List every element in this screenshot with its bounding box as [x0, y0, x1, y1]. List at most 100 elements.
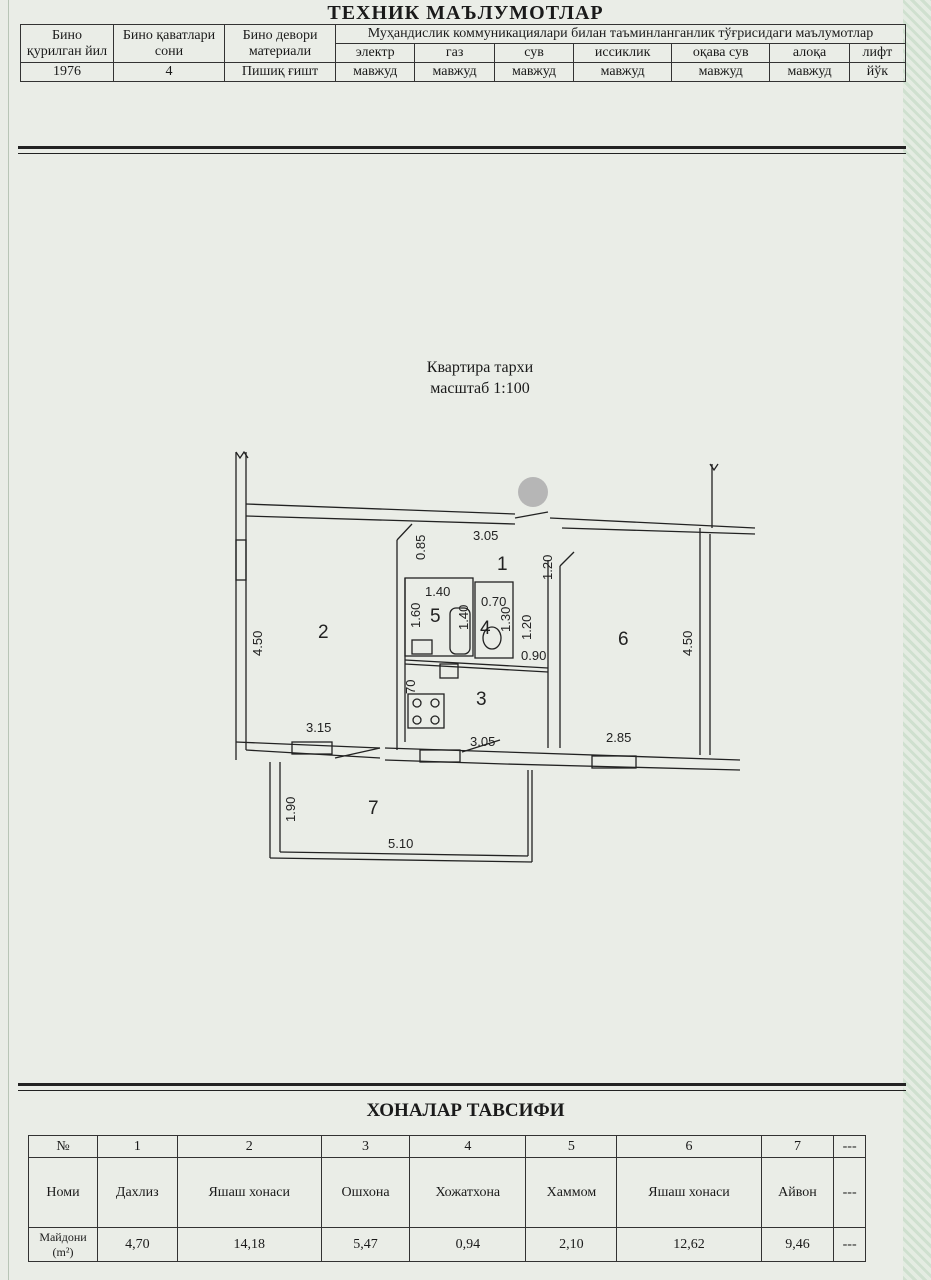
dimension-label: 1.40 — [456, 605, 471, 630]
dimension-label: 2.85 — [606, 730, 631, 745]
wall-room6 — [547, 560, 561, 748]
bath-room-wall — [404, 577, 474, 657]
door-balcony — [334, 747, 381, 759]
wall-top-right — [549, 517, 756, 535]
balcony-right — [527, 770, 533, 862]
dimension-label: 3.15 — [306, 720, 331, 735]
dimension-label: 1.60 — [408, 603, 423, 628]
floor-plan: 1 2 3 4 5 6 7 3.05 0.85 1.20 1.40 0.70 1… — [235, 450, 756, 863]
wall-core — [396, 540, 406, 750]
burner — [430, 698, 440, 708]
dimension-label: 5.10 — [388, 836, 413, 851]
door-core — [396, 523, 413, 541]
room-number: 4 — [480, 618, 491, 639]
floors-value: 4 — [113, 62, 225, 82]
wall-right — [699, 464, 713, 755]
dimension-label: 0.70 — [481, 594, 506, 609]
util-value: йўк — [848, 62, 907, 82]
room-no: 2 — [176, 1135, 322, 1158]
wall-break — [235, 450, 249, 460]
room-no: 6 — [616, 1135, 762, 1158]
decorative-border — [903, 0, 931, 1280]
stove — [407, 693, 445, 729]
row-label: № — [28, 1135, 98, 1158]
balcony-bottom — [269, 851, 533, 863]
dimension-label: 0.85 — [413, 535, 428, 560]
room-name: Хаммом — [525, 1157, 618, 1228]
window-left — [235, 539, 247, 581]
room-area: 2,10 — [525, 1227, 618, 1262]
room-number: 1 — [497, 554, 508, 575]
room-no: 4 — [409, 1135, 527, 1158]
wall-top — [245, 503, 516, 525]
window-room2 — [291, 741, 333, 755]
rooms-table: № 1 2 3 4 5 6 7 --- Номи Дахлиз Яшаш хон… — [28, 1135, 866, 1262]
room-area: 5,47 — [320, 1227, 411, 1262]
dimension-label: 70 — [403, 680, 418, 694]
dimension-label: 1.40 — [425, 584, 450, 599]
dimension-label: 1.30 — [498, 607, 513, 632]
room-name: --- — [833, 1157, 866, 1228]
room-no: 3 — [320, 1135, 411, 1158]
divider-line — [18, 146, 906, 149]
room-area: 12,62 — [616, 1227, 762, 1262]
util-value: мавжуд — [414, 62, 495, 82]
dimension-label: 3.05 — [470, 734, 495, 749]
technical-data-table: Бино қурилган йил Бино қаватлари сони Би… — [20, 24, 907, 82]
room-number: 2 — [318, 622, 329, 643]
room-number: 7 — [368, 798, 379, 819]
wall-bottom-right — [504, 751, 741, 771]
dimension-label: 4.50 — [250, 631, 265, 656]
room-area: 14,18 — [176, 1227, 322, 1262]
plan-scale: масштаб 1:100 — [430, 380, 530, 397]
window-room6 — [591, 755, 637, 769]
door-kitchen — [461, 739, 501, 753]
room-number: 6 — [618, 629, 629, 650]
row-label: Номи — [28, 1157, 98, 1228]
util-value: мавжуд — [769, 62, 850, 82]
kitchen-sink — [439, 663, 459, 679]
util-value: мавжуд — [334, 62, 416, 82]
col-floors-header: Бино қаватлари сони — [113, 24, 225, 63]
room-no: --- — [833, 1135, 866, 1158]
row-label: Майдони (m²) — [28, 1227, 98, 1262]
room-area: 4,70 — [97, 1227, 178, 1262]
room-name: Яшаш хонаси — [616, 1157, 762, 1228]
room-name: Дахлиз — [97, 1157, 178, 1228]
divider-line — [18, 1090, 906, 1091]
dimension-label: 0.90 — [521, 648, 546, 663]
util-name: сув — [493, 43, 575, 63]
document-sheet — [8, 0, 925, 1280]
wall-bottom-left — [235, 741, 381, 759]
entry-door — [514, 511, 549, 519]
room-name: Яшаш хонаси — [176, 1157, 322, 1228]
sink — [411, 639, 433, 655]
room-name: Ошхона — [320, 1157, 411, 1228]
divider-line — [18, 153, 906, 154]
balcony-left — [269, 762, 281, 858]
door-room6 — [559, 551, 575, 567]
burner — [412, 698, 422, 708]
bathtub — [449, 607, 471, 655]
util-value: мавжуд — [493, 62, 575, 82]
wall-break-right — [709, 463, 719, 472]
plan-title: Квартира тархи масштаб 1:100 — [380, 357, 580, 399]
wall-kitchen-top — [404, 659, 549, 673]
technical-data-title: ТЕХНИК МАЪЛУМОТЛАР — [327, 2, 604, 24]
year-value: 1976 — [20, 62, 114, 82]
wall-left — [235, 452, 247, 760]
dimension-label: 1.20 — [540, 555, 555, 580]
dimension-label: 1.90 — [283, 797, 298, 822]
util-name: электр — [334, 43, 416, 63]
paper-hole-mark — [518, 477, 548, 507]
toilet — [482, 626, 502, 650]
room-area: 9,46 — [760, 1227, 835, 1262]
dimension-label: 4.50 — [680, 631, 695, 656]
rooms-table-title: ХОНАЛАР ТАВСИФИ — [366, 1100, 565, 1121]
room-area: --- — [833, 1227, 866, 1262]
util-value: мавжуд — [573, 62, 673, 82]
room-number: 5 — [430, 606, 441, 627]
room-area: 0,94 — [409, 1227, 527, 1262]
wc-wall — [474, 581, 514, 659]
plan-title-text: Квартира тархи — [426, 359, 534, 376]
